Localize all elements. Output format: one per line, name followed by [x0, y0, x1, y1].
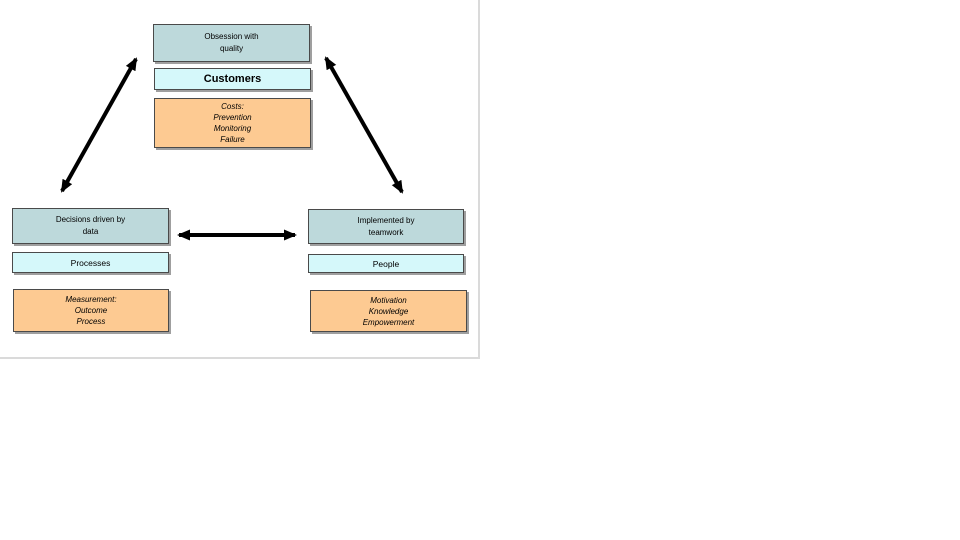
decisions-driven-by-data-box: Decisions driven by data — [12, 208, 169, 244]
quality-management-diagram: Obsession with quality Customers Costs: … — [0, 0, 480, 360]
implemented-by-teamwork-box: Implemented by teamwork — [308, 209, 464, 244]
top-right-double-arrow — [324, 56, 404, 194]
people-box: People — [308, 254, 464, 273]
obsession-with-quality-box: Obsession with quality — [153, 24, 310, 62]
motivation-box: Motivation Knowledge Empowerment — [310, 290, 467, 332]
processes-box: Processes — [12, 252, 169, 273]
document-page: Obsession with quality Customers Costs: … — [0, 0, 480, 359]
top-left-double-arrow — [60, 57, 138, 193]
customers-box: Customers — [154, 68, 311, 90]
costs-box: Costs: Prevention Monitoring Failure — [154, 98, 311, 148]
measurement-box: Measurement: Outcome Process — [13, 289, 169, 332]
